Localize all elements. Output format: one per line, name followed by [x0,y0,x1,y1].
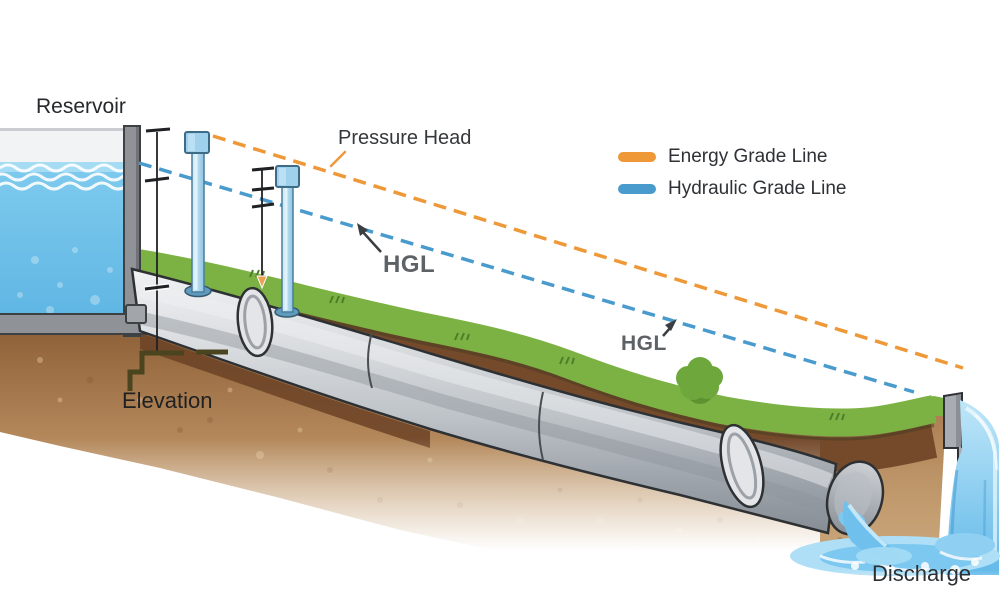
pipe-joint-1 [367,331,373,389]
hydraulic-grade-line [138,161,915,394]
legend-item-hydraulic-grade-line: Hydraulic Grade Line [618,173,846,205]
egl-legend-label: Energy Grade Line [668,146,828,167]
reservoir-wall-foot [125,304,147,324]
measurement-line-2 [251,166,275,290]
egl-swatch [618,152,656,162]
reservoir-label: Reservoir [36,95,126,118]
bush [676,357,723,404]
grass-tufts [249,269,845,421]
grass-mound [872,396,944,416]
reservoir-water [0,162,128,334]
hgl-swatch [618,184,656,194]
pressure-head-connector [329,150,347,168]
hgl-upper-label: HGL [383,251,436,278]
piezometer-2 [274,165,300,318]
legend-item-energy-grade-line: Energy Grade Line [618,141,846,173]
pipe-flange-2 [719,423,765,509]
pipe-joint-2 [538,391,544,461]
bottom-fade [790,570,1000,600]
elevation-label: Elevation [122,388,213,413]
measurement-line-1 [144,127,171,351]
pipe [130,267,885,536]
water-waves [0,163,139,191]
hgl-arrow-2 [662,319,677,337]
hgl-arrow-1 [357,223,382,253]
grass [134,249,937,437]
soil-dark-strip [140,333,430,448]
reservoir-tank [0,125,153,337]
hgl-legend-label: Hydraulic Grade Line [668,178,847,199]
discharge-label: Discharge [872,561,972,586]
energy-grade-line [212,134,964,370]
discharge-spout [838,500,912,565]
legend: Energy Grade Line Hydraulic Grade Line [618,141,846,205]
piezometer-1 [184,131,212,298]
hgl-lower-label: HGL [621,332,667,355]
pressure-head-label: Pressure Head [338,127,472,149]
elevation-bracket [127,349,228,391]
